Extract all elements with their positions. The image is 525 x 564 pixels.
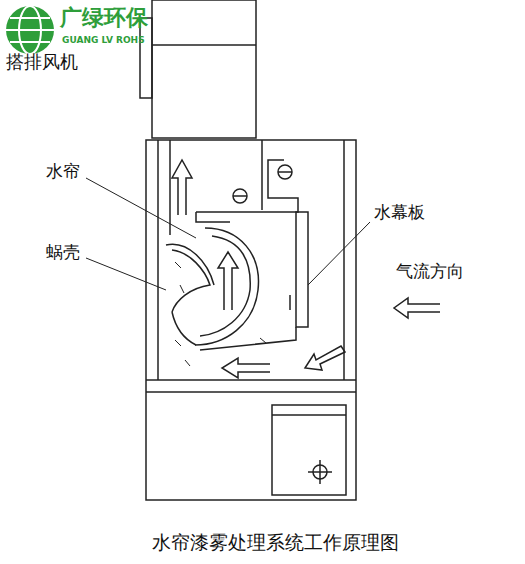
part-name: 搭排风机 — [6, 52, 78, 72]
part-name: 水帘 — [46, 162, 80, 181]
part-name: 水幕板 — [374, 203, 425, 222]
water-curtain-plate — [296, 212, 308, 327]
pump-box — [272, 405, 346, 495]
airflow-arrow — [172, 160, 192, 215]
brand-latin: GUANG LV ROHS — [62, 36, 145, 46]
caption: 水帘漆雾处理系统工作原理图 — [152, 532, 399, 553]
brand-name: 广绿环保 — [60, 6, 148, 30]
part-name: 蜗壳 — [46, 243, 80, 262]
logo-icon — [6, 6, 54, 54]
leader-lines — [86, 178, 370, 290]
cabinet — [146, 140, 356, 500]
flow-label: 气流方向 — [396, 262, 464, 281]
exhaust-fan — [152, 0, 256, 138]
airflow-direction-arrow — [394, 298, 440, 318]
